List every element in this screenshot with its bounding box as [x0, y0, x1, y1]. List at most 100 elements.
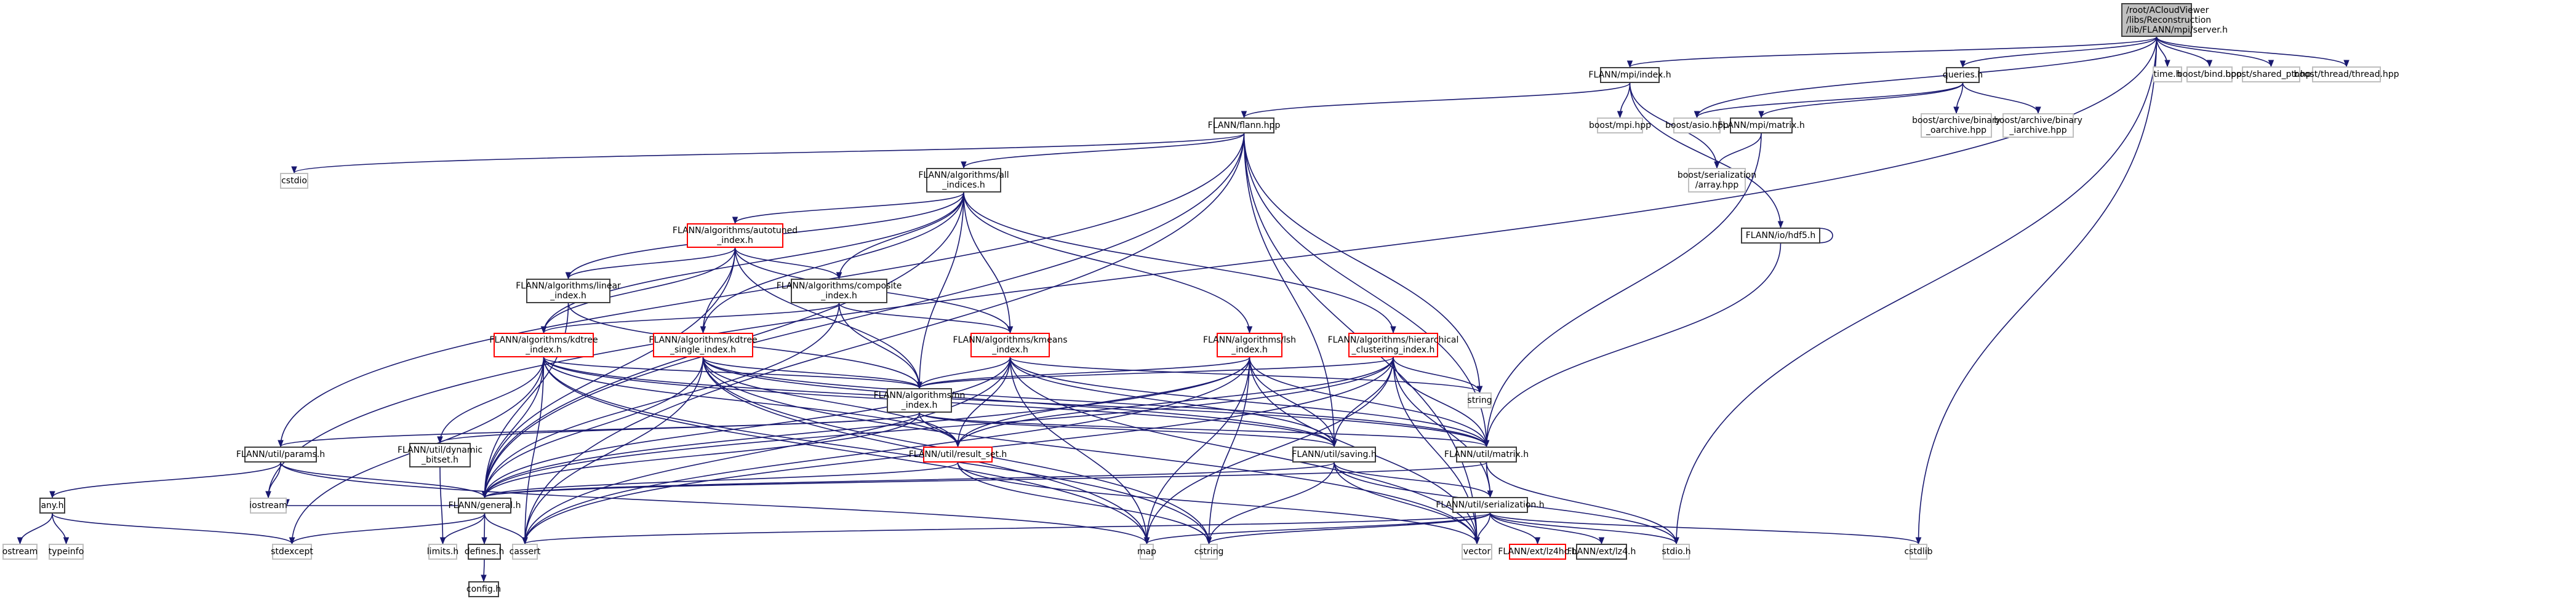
node-general[interactable]: FLANN/general.h [449, 498, 521, 514]
edge-kdtree-to-map [543, 357, 1148, 544]
node-boost-oarchive[interactable]: boost/archive/binary _oarchive.hpp [1912, 113, 2001, 138]
node-stdio-h[interactable]: stdio.h [1662, 544, 1691, 560]
node-kdtree-single[interactable]: FLANN/algorithms/kdtree _single_index.h [649, 333, 758, 357]
node-boost-shared-ptr[interactable]: boost/shared_ptr.hpp [2225, 66, 2317, 82]
node-cstdlib[interactable]: cstdlib [1904, 544, 1933, 560]
edge-kdtree-to-general [484, 357, 545, 498]
edge-nn-index-to-params [280, 412, 920, 447]
node-iostream[interactable]: iostream [249, 498, 287, 514]
edge-arrowhead [481, 574, 487, 582]
edge-kmeans-to-general [484, 357, 1011, 498]
edge-all-indices-to-kdtree [543, 192, 964, 333]
node-composite[interactable]: FLANN/algorithms/composite _index.h [777, 279, 902, 303]
edge-kdtree-to-dyn-bitset [439, 357, 545, 443]
node-limits-h[interactable]: limits.h [427, 544, 458, 560]
edge-hierarchical-to-map [1146, 357, 1394, 544]
edge-lsh-to-nn-index [919, 357, 1250, 389]
node-hierarchical[interactable]: FLANN/algorithms/hierarchical _clusterin… [1328, 333, 1458, 357]
node-boost-ser-array[interactable]: boost/serialization /array.hpp [1678, 168, 1756, 193]
node-lz4hc[interactable]: FLANN/ext/lz4hc.h [1498, 544, 1577, 560]
node-root: /root/ACloudViewer /libs/Reconstruction … [2121, 3, 2228, 37]
edge-flann-hpp-to-string [1243, 133, 1481, 393]
node-saving[interactable]: FLANN/util/saving.h [1292, 447, 1377, 463]
edge-kdtree-single-to-general [484, 357, 704, 498]
node-cstring[interactable]: cstring [1194, 544, 1223, 560]
node-serialization[interactable]: FLANN/util/serialization.h [1436, 497, 1545, 513]
node-lz4[interactable]: FLANN/ext/lz4.h [1567, 544, 1636, 560]
edge-flann-hpp-to-all-indices [963, 133, 1245, 169]
node-autotuned[interactable]: FLANN/algorithms/autotuned _index.h [673, 223, 798, 248]
node-boost-bind[interactable]: boost/bind.hpp [2177, 66, 2242, 82]
node-defines[interactable]: defines.h [465, 544, 504, 560]
edge-all-indices-to-kdtree-single [702, 192, 964, 333]
node-boost-asio[interactable]: boost/asio.hpp [1665, 117, 1729, 133]
node-stdexcept[interactable]: stdexcept [271, 544, 313, 560]
node-lsh[interactable]: FLANN/algorithms/lsh _index.h [1203, 333, 1296, 357]
edge-arrowhead [916, 381, 922, 389]
edge-kdtree-single-to-nn-index [702, 357, 920, 389]
node-boost-mpi[interactable]: boost/mpi.hpp [1589, 117, 1651, 133]
node-mpi-matrix[interactable]: FLANN/mpi/matrix.h [1718, 117, 1805, 133]
node-string[interactable]: string [1467, 392, 1492, 408]
edge-mpi-matrix-to-boost-ser-array [1716, 133, 1762, 169]
edge-serialization-to-map [1146, 512, 1491, 544]
node-boost-iarchive[interactable]: boost/archive/binary _iarchive.hpp [1994, 113, 2082, 138]
node-map[interactable]: map [1137, 544, 1156, 560]
edge-lsh-to-cassert [524, 357, 1250, 544]
edge-general-to-cassert [484, 513, 526, 544]
node-kdtree[interactable]: FLANN/algorithms/kdtree _index.h [489, 333, 598, 357]
node-nn-index[interactable]: FLANN/algorithms/nn _index.h [874, 388, 965, 413]
edge-lsh-to-cstring [1208, 357, 1250, 544]
edge-arrowhead [522, 537, 528, 545]
edge-all-indices-to-hierarchical [963, 192, 1394, 333]
edge-arrowhead [1959, 60, 1966, 68]
edge-autotuned-to-general [484, 247, 736, 498]
edge-arrowhead [1474, 537, 1480, 545]
edge-kdtree-to-cassert [524, 357, 545, 544]
node-flann-hpp[interactable]: FLANN/flann.hpp [1208, 117, 1280, 133]
node-boost-thread[interactable]: boost/thread/thread.hpp [2294, 66, 2399, 82]
node-config[interactable]: config.h [466, 581, 501, 597]
edge-lsh-to-saving [1249, 357, 1335, 447]
node-vector[interactable]: vector [1462, 544, 1492, 560]
edge-composite-to-general [484, 303, 840, 498]
edge-general-to-stdexcept [291, 513, 486, 544]
node-linear[interactable]: FLANN/algorithms/linear _index.h [516, 279, 621, 303]
edge-mpi-index-to-hdf5 [1629, 82, 1782, 228]
node-hdf5[interactable]: FLANN/io/hdf5.h [1741, 228, 1820, 244]
node-time-h[interactable]: time.h [2153, 66, 2182, 82]
edge-queries-to-boost-iarchive [1962, 82, 2039, 114]
node-ostream[interactable]: ostream [2, 544, 38, 560]
edge-root-to-boost-asio [1696, 36, 2158, 118]
node-params[interactable]: FLANN/util/params.h [236, 447, 325, 463]
edge-params-to-map [280, 462, 1148, 544]
edge-kmeans-to-map [1009, 357, 1148, 544]
edge-root-to-boost-thread [2156, 36, 2347, 67]
node-kmeans[interactable]: FLANN/algorithms/kmeans _index.h [953, 333, 1068, 357]
node-cstdio[interactable]: cstdio [280, 173, 308, 189]
edge-arrowhead [1626, 60, 1633, 68]
node-any-h[interactable]: any.h [39, 498, 65, 514]
node-dyn-bitset[interactable]: FLANN/util/dynamic _bitset.h [398, 443, 482, 467]
edge-hdf5-to-util-matrix [1486, 243, 1782, 447]
edge-arrowhead [2268, 60, 2274, 68]
edge-lsh-to-map [1146, 357, 1250, 544]
edge-root-to-cstdlib [1918, 36, 2158, 544]
edge-arrowhead [481, 537, 487, 545]
edge-kmeans-to-vector [1009, 357, 1478, 544]
node-result-set[interactable]: FLANN/util/result_set.h [909, 447, 1007, 463]
edge-lsh-to-result-set [957, 357, 1250, 447]
node-typeinfo[interactable]: typeinfo [49, 544, 84, 560]
node-cassert[interactable]: cassert [510, 544, 540, 560]
edge-util-matrix-to-stdio-h [1486, 462, 1677, 544]
edge-queries-to-boost-asio [1696, 82, 1964, 118]
node-util-matrix[interactable]: FLANN/util/matrix.h [1444, 447, 1529, 463]
edge-arrowhead [1246, 326, 1253, 334]
node-queries[interactable]: queries.h [1943, 67, 1983, 83]
edge-arrowhead [836, 272, 842, 280]
edge-autotuned-to-composite [734, 247, 840, 279]
edge-autotuned-to-kdtree-single [702, 247, 736, 333]
node-mpi-index[interactable]: FLANN/mpi/index.h [1588, 67, 1671, 83]
node-all-indices[interactable]: FLANN/algorithms/all _indices.h [918, 168, 1009, 193]
